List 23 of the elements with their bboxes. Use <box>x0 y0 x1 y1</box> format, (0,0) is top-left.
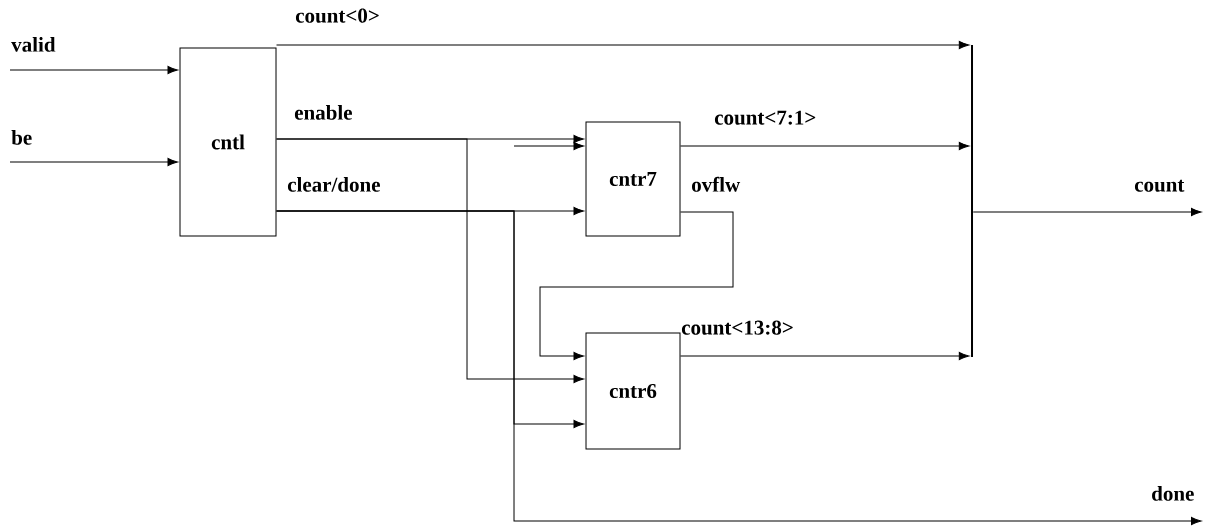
signal-label: count<7:1> <box>714 110 816 125</box>
arrow <box>972 207 1202 217</box>
signal-label: valid <box>11 37 56 52</box>
block-box: cntl <box>179 47 277 237</box>
arrow <box>9 65 178 75</box>
arrow <box>513 141 584 151</box>
arrow <box>276 210 1202 526</box>
signal-label: done <box>1152 486 1194 501</box>
signal-label: be <box>11 130 32 145</box>
block-box: cntr7 <box>585 121 681 237</box>
arrow <box>680 351 970 361</box>
signal-label: count<13:8> <box>681 320 793 335</box>
arrow <box>9 157 178 167</box>
signal-label: clear/done <box>287 177 380 192</box>
block-box: cntr6 <box>585 332 681 450</box>
signal-label: count <box>1134 179 1185 192</box>
arrow <box>539 211 734 361</box>
arrow <box>680 141 970 151</box>
arrow <box>276 138 584 384</box>
arrow <box>276 40 970 50</box>
signal-label: ovflw <box>692 176 741 192</box>
signal-label: count<0> <box>295 8 379 23</box>
signal-label: enable <box>294 105 352 120</box>
